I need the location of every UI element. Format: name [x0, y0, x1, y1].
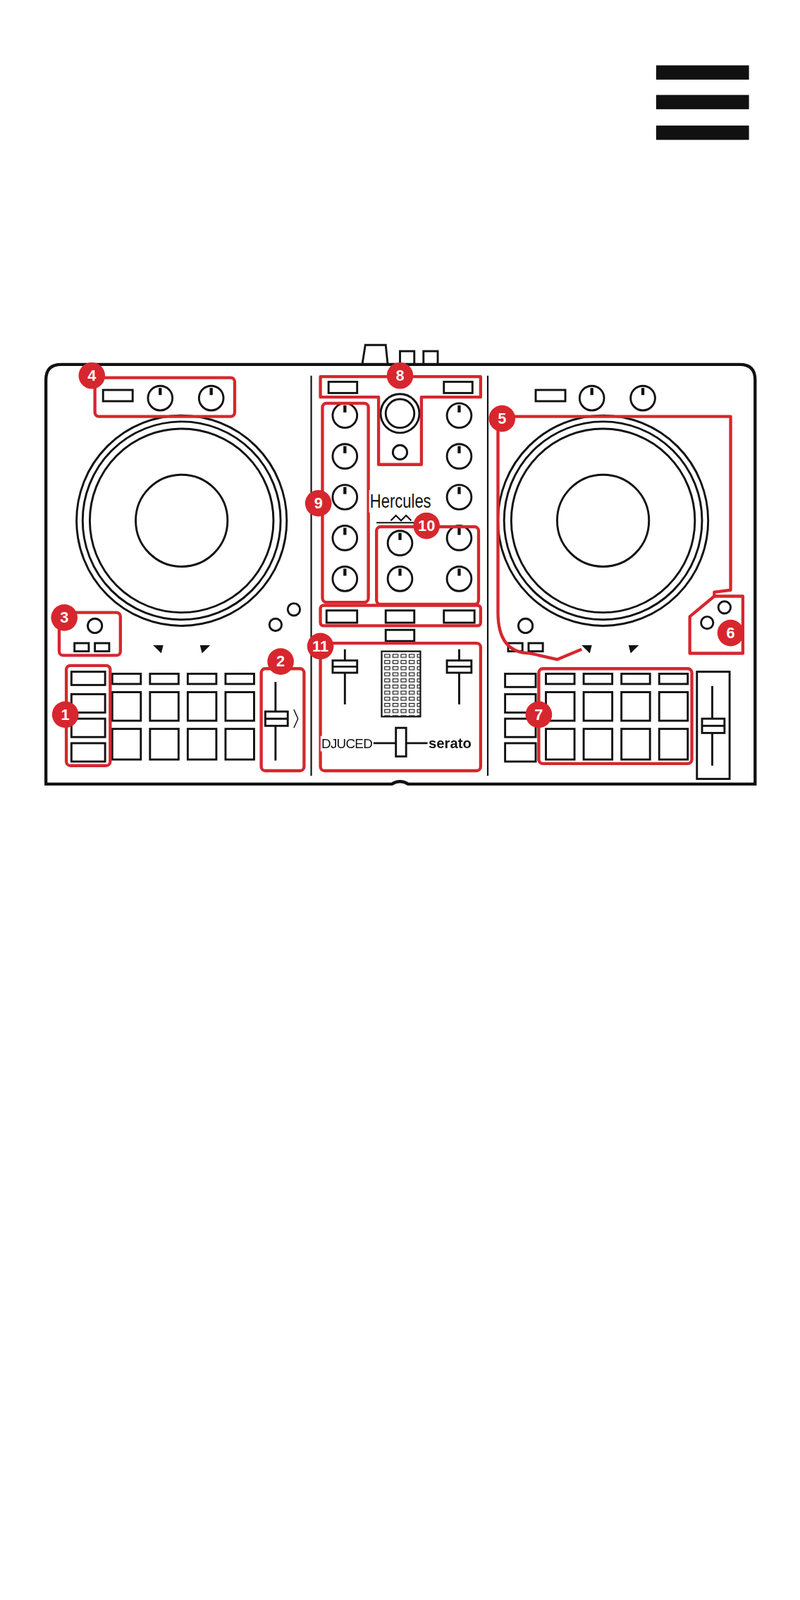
highlight-boxes [59, 376, 743, 771]
callout-number: 9 [305, 489, 332, 517]
callout-number: 3 [50, 604, 78, 631]
callout-number: 10 [417, 516, 435, 535]
callout-number: 6 [717, 619, 745, 647]
brand-logo: Hercules [369, 489, 431, 512]
callout-number: 6 [726, 623, 736, 642]
callout-number: 10 [413, 512, 440, 540]
callout-number: 11 [312, 636, 329, 655]
brand-logo: DJUCED [321, 735, 373, 751]
callout-number: 11 [307, 632, 335, 660]
callout-number: 1 [52, 701, 79, 729]
brand-logo: serato [428, 734, 472, 751]
callout-number: 4 [78, 362, 106, 390]
callout-number: 5 [497, 409, 507, 428]
callout-number: 3 [59, 608, 69, 626]
callout-number: 2 [276, 651, 285, 670]
brand-logo: Hercules [368, 489, 432, 513]
menu-icon [656, 65, 750, 141]
brand-logo: serato [427, 734, 473, 751]
callout-number: 8 [395, 366, 404, 385]
callout-number: 8 [386, 362, 414, 390]
brand-logo: DJUCED [320, 735, 374, 751]
callout-number: 7 [525, 701, 553, 729]
callout-number: 9 [314, 494, 323, 512]
callout-number: 1 [61, 704, 70, 723]
callout-number: 2 [267, 647, 294, 675]
callout-number: 7 [534, 704, 543, 723]
callout-number: 4 [87, 366, 96, 385]
callout-number: 5 [488, 405, 516, 433]
